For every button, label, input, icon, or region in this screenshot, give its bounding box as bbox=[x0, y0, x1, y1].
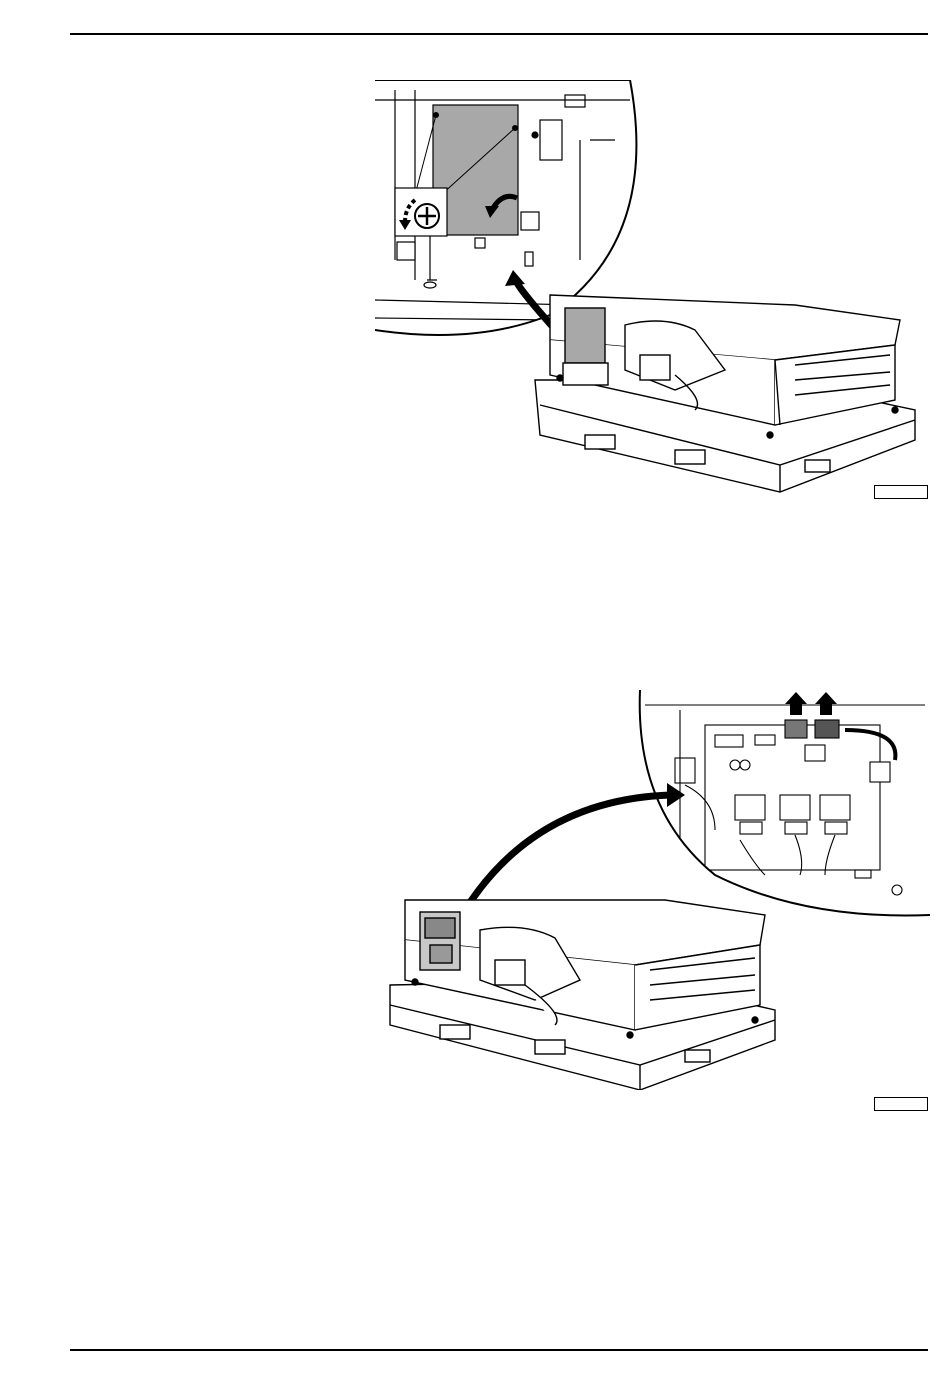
pcb-detail bbox=[635, 690, 930, 920]
figure-1-tag bbox=[874, 485, 928, 499]
callout-arrow-large bbox=[465, 795, 670, 910]
step-tag-2 bbox=[521, 212, 539, 230]
figure-disconnect-pcb-connectors bbox=[385, 690, 930, 1090]
figure-1-drawing bbox=[375, 80, 935, 500]
header-rule bbox=[70, 33, 928, 35]
connector-2 bbox=[815, 720, 839, 738]
machine-on-pallet bbox=[535, 295, 915, 492]
figure-remove-cover-panel bbox=[375, 80, 935, 500]
figure-2-drawing bbox=[385, 690, 930, 1090]
machine-on-pallet-2 bbox=[390, 900, 775, 1090]
phillips-screw-icon bbox=[395, 188, 447, 236]
step-tag-1 bbox=[397, 242, 415, 260]
figure-2-tag bbox=[874, 1097, 928, 1111]
footer-rule bbox=[70, 1349, 928, 1351]
connector-1 bbox=[785, 720, 807, 738]
step-tag-3 bbox=[870, 762, 890, 782]
